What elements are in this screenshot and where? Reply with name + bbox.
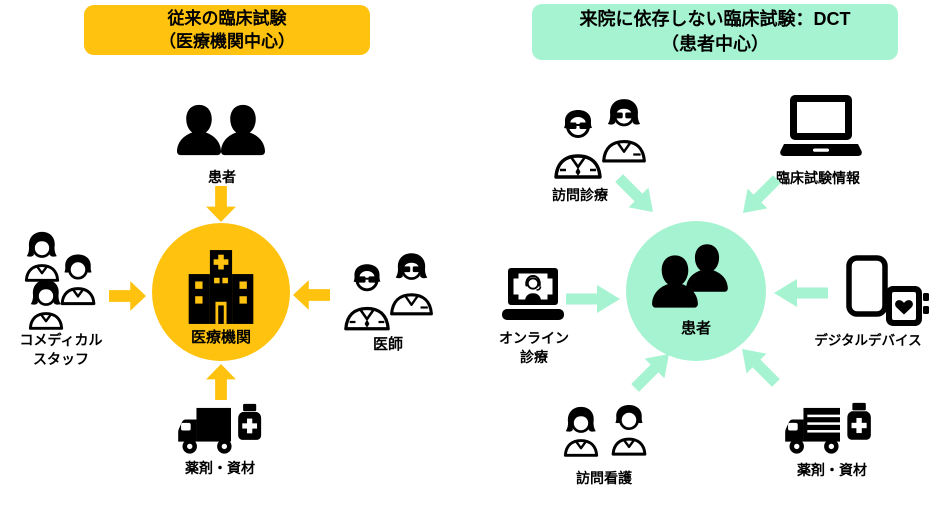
doctor-icon — [388, 251, 435, 317]
visiting-doctor-icon — [600, 97, 648, 164]
traditional-trial-title-line2: （医療機関中心） — [159, 32, 295, 51]
traditional-trial-title: 従来の臨床試験 （医療機関中心） — [84, 5, 370, 55]
dct-trial-title: 来院に依存しない臨床試験：DCT （患者中心） — [532, 4, 898, 60]
medicine-bottle-icon — [231, 401, 268, 442]
supplies-label: 薬剤・資材 — [797, 462, 867, 478]
online-care-label: オンライン 診療 — [499, 330, 569, 365]
delivery-truck-icon — [783, 406, 847, 456]
dct-trial-title-line1: 来院に依存しない臨床試験：DCT — [579, 9, 851, 29]
patients-label: 患者 — [208, 169, 236, 185]
patient-icon — [221, 102, 265, 158]
up-left-arrow-icon — [731, 338, 786, 393]
smartphone-icon — [846, 255, 888, 317]
home-visit-care-label: 訪問診療 — [552, 187, 608, 203]
doctor-icon — [342, 262, 392, 332]
supplies-label: 薬剤・資材 — [185, 460, 255, 476]
patient-icon — [177, 102, 221, 158]
down-arrow-icon — [205, 186, 237, 222]
patient-label: 患者 — [680, 320, 711, 337]
down-right-arrow-icon — [608, 167, 663, 222]
hospital-icon — [185, 250, 257, 324]
video-call-laptop-icon — [501, 267, 565, 325]
patient-icon — [652, 254, 698, 309]
visiting-nurse-icon — [609, 403, 649, 458]
doctors-label: 医師 — [372, 336, 403, 353]
medicine-bottle-icon — [840, 400, 878, 442]
left-arrow-icon — [774, 278, 828, 308]
nurse-icon — [26, 279, 66, 331]
patient-circle: 患者 — [626, 221, 766, 361]
visiting-doctor-icon — [552, 108, 604, 180]
laptop-icon — [777, 94, 865, 158]
digital-devices-label: デジタルデバイス — [814, 333, 922, 348]
nurse-icon — [22, 231, 62, 283]
visiting-nurse-label: 訪問看護 — [576, 470, 632, 486]
dct-trial-title-line2: （患者中心） — [661, 34, 769, 54]
smartwatch-icon — [884, 281, 930, 331]
right-arrow-icon — [566, 284, 620, 314]
up-arrow-icon — [205, 364, 237, 400]
trial-info-label: 臨床試験情報 — [776, 170, 860, 186]
medical-institution-label: 医療機関 — [190, 329, 251, 346]
right-arrow-icon — [109, 280, 146, 312]
medical-institution-circle: 医療機関 — [152, 223, 290, 361]
visiting-nurse-icon — [561, 406, 601, 458]
traditional-trial-title-line1: 従来の臨床試験 — [167, 9, 287, 28]
left-arrow-icon — [293, 279, 330, 311]
comedical-staff-label: コメディカル スタッフ — [19, 332, 103, 367]
